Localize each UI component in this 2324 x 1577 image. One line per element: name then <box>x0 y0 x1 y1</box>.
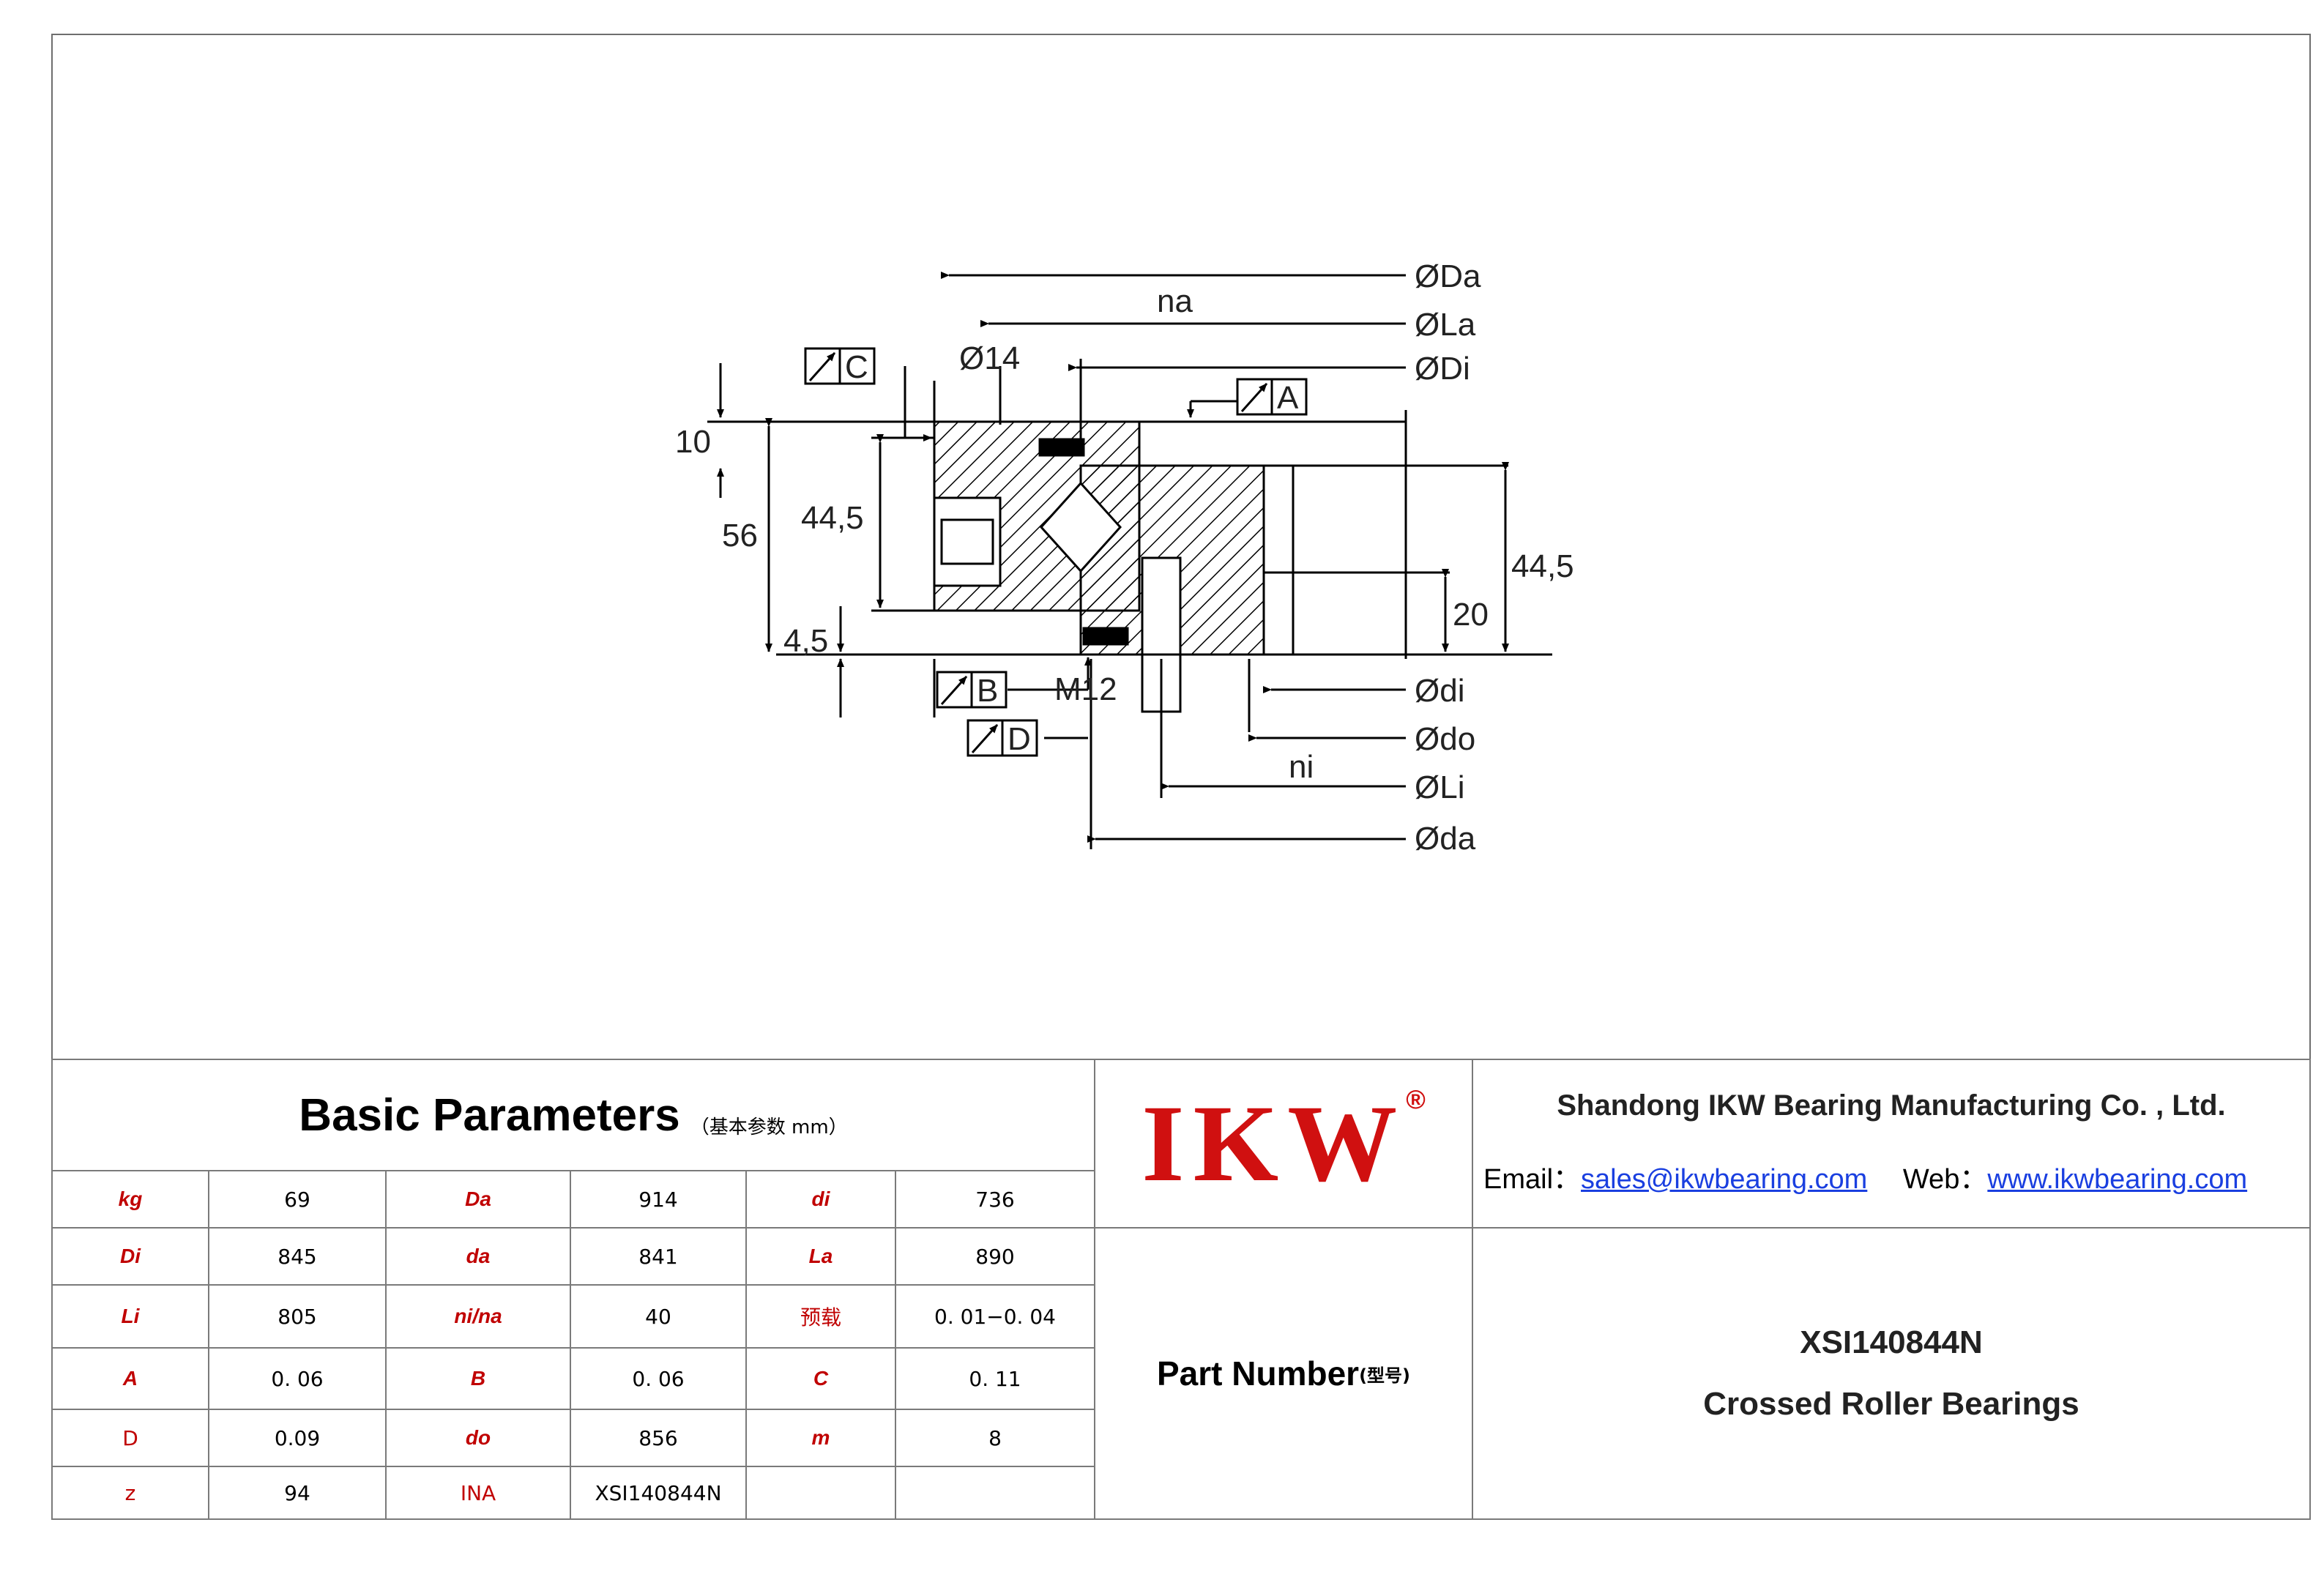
param-label: D <box>51 1410 209 1467</box>
label-4-5: 4,5 <box>783 623 828 659</box>
label-56: 56 <box>722 518 758 553</box>
bearing-section-drawing: ØDa ØLa ØDi Ødi Ødo ØLi Øda na ni Ø14 M1… <box>675 258 1574 857</box>
param-value: 0. 01−0. 04 <box>896 1286 1095 1349</box>
param-value: 914 <box>571 1171 747 1229</box>
label-da: Øda <box>1415 821 1476 857</box>
param-label: di <box>747 1171 896 1229</box>
company-cell: Shandong IKW Bearing Manufacturing Co. ,… <box>1473 1059 2311 1229</box>
label-Di: ØDi <box>1415 351 1470 387</box>
label-di: Ødi <box>1415 673 1464 709</box>
company-name: Shandong IKW Bearing Manufacturing Co. ,… <box>1557 1089 2226 1122</box>
param-label: do <box>387 1410 571 1467</box>
param-value: 94 <box>209 1467 387 1520</box>
param-label: La <box>747 1229 896 1286</box>
label-Da: ØDa <box>1415 258 1481 294</box>
part-number-label: Part Number <box>1156 1354 1360 1393</box>
label-10: 10 <box>675 424 711 460</box>
param-value: 40 <box>571 1286 747 1349</box>
web-label: Web： <box>1902 1164 1988 1195</box>
param-label: m <box>747 1410 896 1467</box>
param-label: ni/na <box>387 1286 571 1349</box>
label-44-5-left: 44,5 <box>801 500 864 536</box>
param-value: 805 <box>209 1286 387 1349</box>
seal-top <box>1038 438 1085 457</box>
part-number-label-cell: Part Number(型号) <box>1095 1229 1473 1520</box>
label-thread: M12 <box>1054 671 1117 707</box>
param-label: Di <box>51 1229 209 1286</box>
param-label: Da <box>387 1171 571 1229</box>
param-value: 0. 11 <box>896 1349 1095 1410</box>
label-20: 20 <box>1453 597 1489 633</box>
params-subtitle: （基本参数 mm） <box>690 1116 848 1138</box>
part-number-value-cell: XSI140844N Crossed Roller Bearings <box>1473 1229 2311 1520</box>
label-tol-b: B <box>977 673 998 709</box>
param-label: kg <box>51 1171 209 1229</box>
roller <box>1039 481 1122 573</box>
contact-line: Email：sales@ikwbearing.com Web：www.ikwbe… <box>1483 1156 2247 1196</box>
param-label: da <box>387 1229 571 1286</box>
email-label: Email： <box>1483 1164 1582 1195</box>
param-label: Li <box>51 1286 209 1349</box>
param-label: INA <box>387 1467 571 1520</box>
ikw-logo: IKW <box>1141 1083 1407 1204</box>
part-number-label-cn: (型号) <box>1359 1365 1410 1386</box>
part-number-value: XSI140844N <box>1800 1324 1983 1360</box>
param-label: z <box>51 1467 209 1520</box>
param-value: 0. 06 <box>571 1349 747 1410</box>
param-value: 856 <box>571 1410 747 1467</box>
label-La: ØLa <box>1415 307 1476 343</box>
label-na: na <box>1157 283 1193 319</box>
logo-cell: IKW® <box>1095 1059 1473 1229</box>
label-tol-d: D <box>1008 721 1031 757</box>
param-value <box>896 1467 1095 1520</box>
param-value: 8 <box>896 1410 1095 1467</box>
param-value: 841 <box>571 1229 747 1286</box>
label-ni: ni <box>1289 749 1314 785</box>
param-label: A <box>51 1349 209 1410</box>
param-label: C <box>747 1349 896 1410</box>
product-type: Crossed Roller Bearings <box>1703 1386 2079 1422</box>
params-title: Basic Parameters <box>299 1089 680 1141</box>
label-do: Ødo <box>1415 721 1475 757</box>
param-value: XSI140844N <box>571 1467 747 1520</box>
label-tol-c: C <box>845 349 868 385</box>
param-value: 736 <box>896 1171 1095 1229</box>
param-label: B <box>387 1349 571 1410</box>
params-title-cell: Basic Parameters （基本参数 mm） <box>51 1059 1095 1171</box>
param-value: 845 <box>209 1229 387 1286</box>
param-label <box>747 1467 896 1520</box>
param-value: 0. 06 <box>209 1349 387 1410</box>
label-tol-a: A <box>1277 380 1299 416</box>
param-value: 0.09 <box>209 1410 387 1467</box>
param-label-preload: 预载 <box>747 1286 896 1349</box>
label-hole: Ø14 <box>959 340 1020 376</box>
parameter-table: Basic Parameters （基本参数 mm） kg 69 Da 914 … <box>51 1059 2311 1520</box>
label-44-5-right: 44,5 <box>1511 548 1574 584</box>
param-value: 69 <box>209 1171 387 1229</box>
seal-bottom <box>1082 627 1129 646</box>
web-link[interactable]: www.ikwbearing.com <box>1987 1164 2248 1195</box>
label-Li: ØLi <box>1415 769 1464 805</box>
registered-mark: ® <box>1406 1084 1426 1114</box>
email-link[interactable]: sales@ikwbearing.com <box>1581 1164 1868 1195</box>
param-value: 890 <box>896 1229 1095 1286</box>
